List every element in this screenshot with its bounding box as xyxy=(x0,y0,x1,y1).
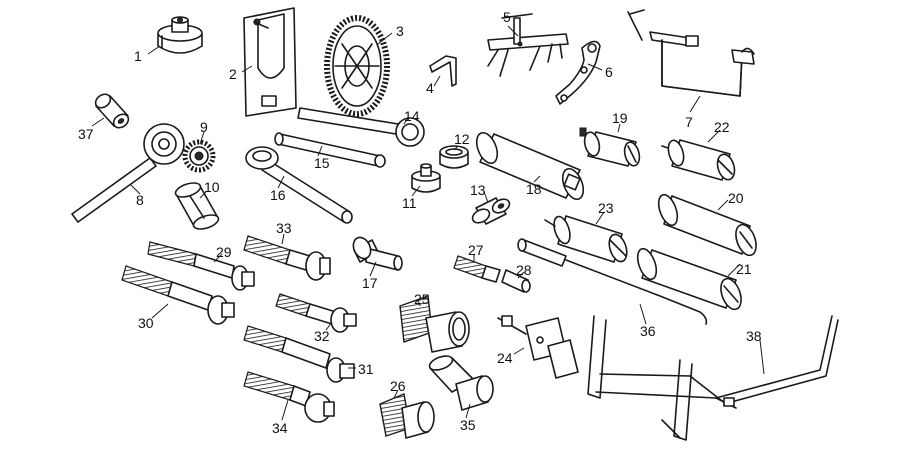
callout-35: 35 xyxy=(460,417,476,433)
part-19-slotted-cylinder-drawing xyxy=(579,127,641,167)
part-34-bolt-drawing xyxy=(243,371,335,423)
callout-15: 15 xyxy=(314,155,330,171)
part-31-long-bolt-drawing xyxy=(243,325,355,383)
callout-20: 20 xyxy=(728,190,744,206)
part-25-threaded-collar-drawing xyxy=(399,295,470,353)
part-18-long-cylinder-drawing xyxy=(475,131,585,201)
callout-32: 32 xyxy=(314,328,330,344)
leader-lines xyxy=(91,25,765,421)
part-21-large-cylinder-drawing xyxy=(636,247,742,311)
callout-38: 38 xyxy=(746,328,762,344)
part-27-knurled-pin-drawing xyxy=(453,255,501,283)
part-29-long-bolt-drawing xyxy=(147,241,255,291)
part-1-socket-cup-drawing xyxy=(157,16,203,54)
callout-3: 3 xyxy=(396,23,404,39)
callout-14: 14 xyxy=(404,108,420,124)
part-22-pinned-cylinder-drawing xyxy=(661,139,736,181)
callout-1: 1 xyxy=(134,48,142,64)
callout-12: 12 xyxy=(454,131,470,147)
part-35-collar-sleeve-drawing xyxy=(428,355,494,411)
callout-22: 22 xyxy=(714,119,730,135)
callout-11: 11 xyxy=(402,195,417,211)
callout-31: 31 xyxy=(358,361,374,377)
callout-10: 10 xyxy=(204,179,220,195)
callout-36: 36 xyxy=(640,323,656,339)
callout-9: 9 xyxy=(200,119,208,135)
part-3-spoked-disc-drawing xyxy=(324,15,390,117)
callout-numbers: 1 2 3 4 5 6 7 8 9 10 11 12 13 14 15 16 1… xyxy=(78,9,762,436)
callout-37: 37 xyxy=(78,126,94,142)
callout-30: 30 xyxy=(138,315,154,331)
callout-18: 18 xyxy=(526,181,542,197)
callout-13: 13 xyxy=(470,182,486,198)
part-17-stepped-shaft-drawing xyxy=(352,236,403,271)
callout-6: 6 xyxy=(605,64,613,80)
callout-5: 5 xyxy=(503,9,511,25)
part-8-ring-spanner-drawing xyxy=(71,123,185,223)
part-26-threaded-sleeve-drawing xyxy=(379,393,435,439)
callout-2: 2 xyxy=(229,66,237,82)
part-37-small-socket-drawing xyxy=(94,93,130,129)
part-15-long-rod-drawing xyxy=(274,132,386,168)
part-7-frame-puller-drawing xyxy=(627,9,755,97)
callout-34: 34 xyxy=(272,420,288,436)
callout-16: 16 xyxy=(270,187,286,203)
callout-27: 27 xyxy=(468,242,484,258)
callout-23: 23 xyxy=(598,200,614,216)
part-12-ring-cap-drawing xyxy=(439,145,469,169)
part-9-gear-drawing xyxy=(182,139,216,173)
part-13-plug-drawing xyxy=(471,197,511,225)
callout-8: 8 xyxy=(136,192,144,208)
part-36-pry-tool-drawing xyxy=(517,238,708,325)
part-33-bolt-drawing xyxy=(243,235,331,281)
callout-33: 33 xyxy=(276,220,292,236)
part-6-curved-lever-drawing xyxy=(555,40,601,105)
part-14-flat-wrench-drawing xyxy=(297,107,425,147)
callout-28: 28 xyxy=(516,262,532,278)
part-4-l-bracket-drawing xyxy=(429,55,457,87)
part-24-jig-block-drawing xyxy=(497,315,579,379)
part-16-socket-wrench-drawing xyxy=(245,146,353,224)
callout-24: 24 xyxy=(497,350,513,366)
part-5-pin-puller-drawing xyxy=(487,13,569,77)
part-10-sleeve-drawing xyxy=(174,182,220,230)
part-23-pinned-cylinder-drawing xyxy=(544,215,628,263)
part-38-stand-frame-drawing xyxy=(587,315,839,441)
callout-4: 4 xyxy=(426,80,434,96)
callout-29: 29 xyxy=(216,244,232,260)
callout-7: 7 xyxy=(685,114,693,130)
part-2-fork-plate-drawing xyxy=(243,7,297,117)
callout-25: 25 xyxy=(414,291,430,307)
part-28-small-pin-drawing xyxy=(501,269,531,293)
part-30-long-bolt-drawing xyxy=(121,265,235,325)
callout-21: 21 xyxy=(736,261,752,277)
part-20-large-cylinder-drawing xyxy=(657,193,757,257)
callout-19: 19 xyxy=(612,110,628,126)
part-32-short-bolt-drawing xyxy=(275,293,357,333)
part-11-small-cap-drawing xyxy=(411,163,441,193)
callout-26: 26 xyxy=(390,378,406,394)
callout-17: 17 xyxy=(362,275,378,291)
